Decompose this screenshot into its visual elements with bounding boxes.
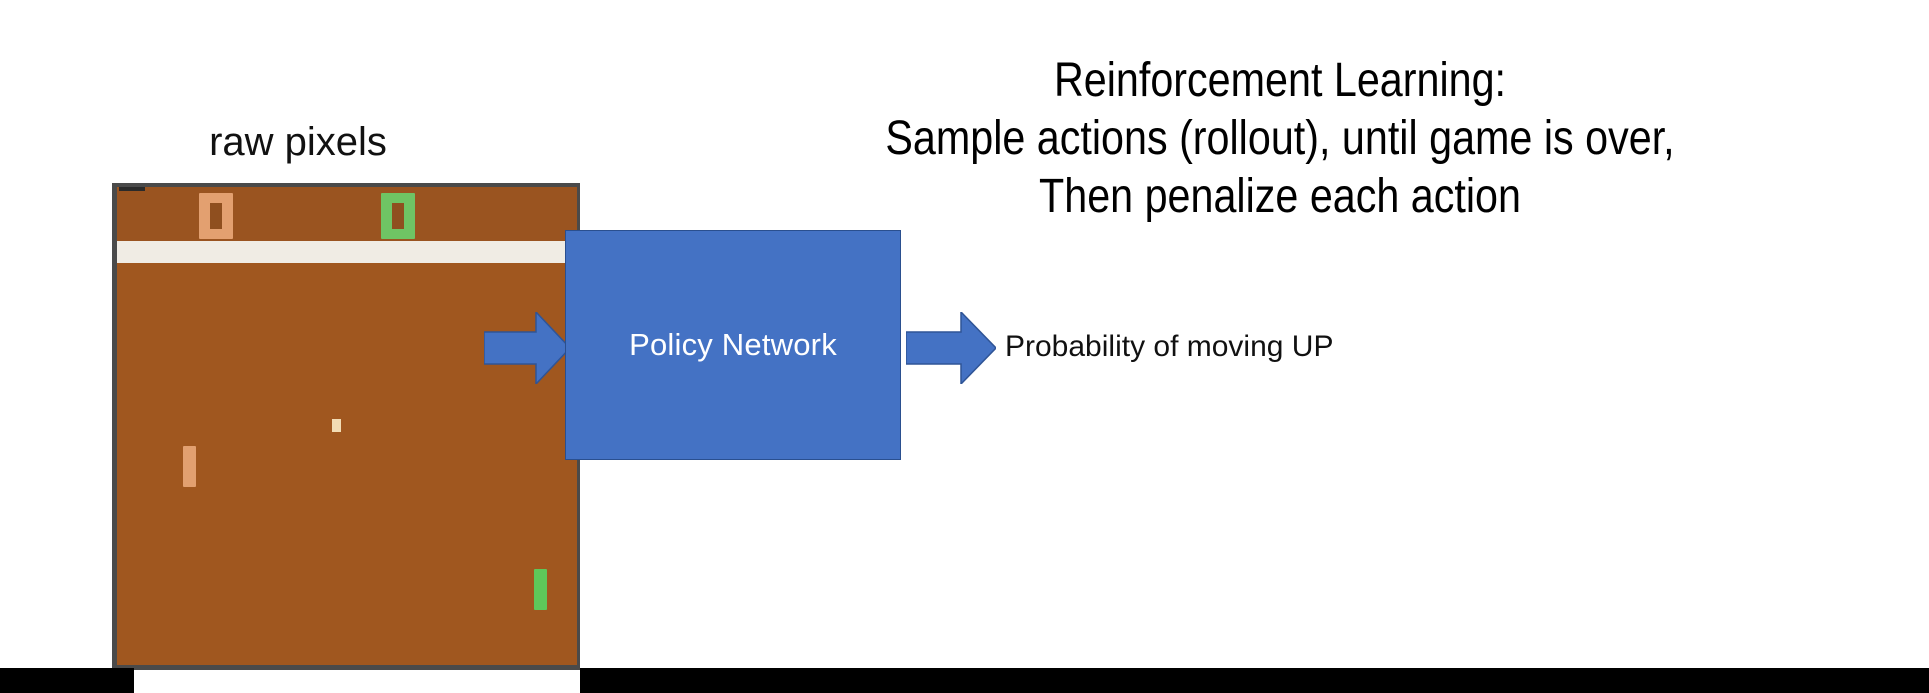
pong-corner-tick	[119, 187, 145, 191]
pong-ball	[332, 419, 341, 432]
letterbox-bar-right	[580, 668, 1929, 693]
pong-paddle-left	[183, 446, 196, 487]
policy-network-label: Policy Network	[629, 327, 837, 362]
raw-pixels-caption: raw pixels	[209, 120, 387, 164]
pong-playfield	[117, 187, 577, 665]
policy-network-box[interactable]: Policy Network	[565, 230, 901, 460]
arrow-into-policy-network	[484, 312, 570, 384]
heading-line-3: Then penalize each action	[1039, 170, 1521, 223]
heading-line-2: Sample actions (rollout), until game is …	[885, 112, 1675, 165]
pong-divider-bar	[117, 241, 577, 263]
heading-line-1: Reinforcement Learning:	[1053, 54, 1507, 107]
pong-score-right	[381, 193, 415, 239]
pong-game-screenshot	[112, 183, 580, 670]
slide-heading: Reinforcement Learning: Sample actions (…	[747, 52, 1813, 226]
pong-paddle-right	[534, 569, 547, 610]
pong-top-band	[117, 187, 577, 241]
output-probability-label: Probability of moving UP	[1005, 330, 1334, 363]
arrow-out-of-policy-network	[906, 312, 996, 384]
pong-score-left	[199, 193, 233, 239]
letterbox-bar-left	[0, 668, 134, 693]
